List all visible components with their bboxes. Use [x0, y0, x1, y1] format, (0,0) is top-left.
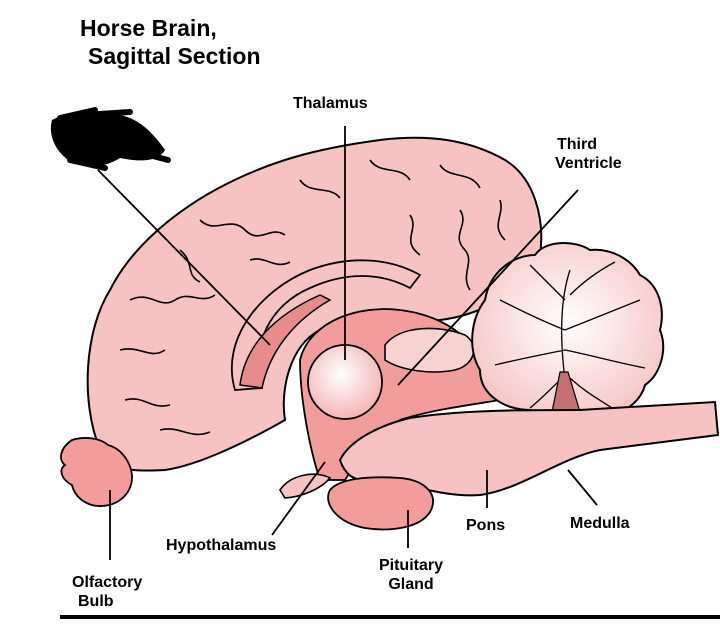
- leader-lines: [97, 126, 598, 560]
- diagram-title: Horse Brain, Sagittal Section: [80, 14, 261, 70]
- label-third-ventricle-line2: Ventricle: [555, 155, 622, 172]
- label-olfactory-line2: Bulb: [78, 593, 114, 610]
- olfactory-bulb: [60, 437, 133, 507]
- redaction-scribble: [50, 107, 171, 171]
- label-pons: Pons: [466, 517, 506, 534]
- cerebellum-folia: [494, 261, 646, 409]
- label-pituitary-gland: Pituitary Gland: [376, 556, 446, 594]
- label-olfactory-bulb: Olfactory Bulb: [72, 573, 142, 611]
- title-line-2: Sagittal Section: [88, 43, 261, 69]
- cerebellum: [471, 242, 665, 422]
- hypothalamus-stalk: [279, 473, 332, 499]
- label-pituitary-line1: Pituitary: [378, 557, 443, 574]
- lateral-ventricle: [239, 294, 332, 389]
- pituitary: [327, 476, 435, 531]
- label-pituitary-line2: Gland: [388, 576, 434, 593]
- label-hypothalamus: Hypothalamus: [166, 537, 277, 554]
- title-line-1: Horse Brain,: [80, 15, 217, 41]
- label-medulla: Medulla: [570, 515, 630, 532]
- corpus-callosum: [230, 259, 422, 391]
- gyri-lines: [119, 159, 506, 436]
- label-third-ventricle: Third Ventricle: [555, 135, 622, 173]
- label-olfactory-line1: Olfactory: [72, 574, 143, 591]
- label-third-ventricle-line1: Third: [557, 136, 597, 153]
- label-thalamus: Thalamus: [293, 95, 368, 112]
